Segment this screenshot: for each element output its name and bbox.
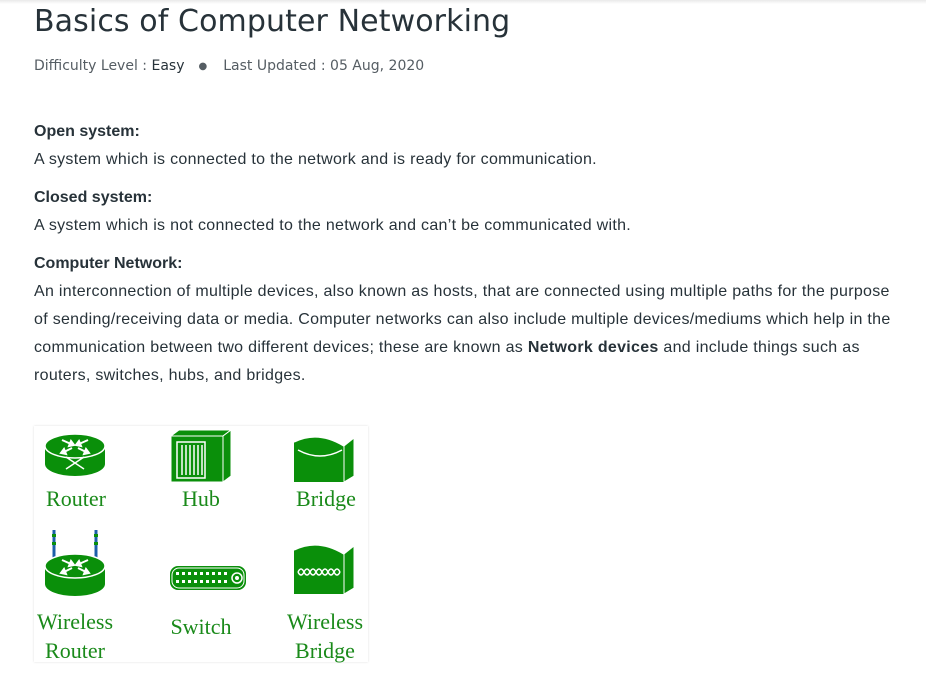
page-title: Basics of Computer Networking bbox=[34, 4, 511, 39]
updated-value: 05 Aug, 2020 bbox=[330, 58, 425, 74]
wireless-router-icon bbox=[44, 530, 106, 596]
wireless-router-label-line2: Router bbox=[45, 638, 105, 663]
hub-label: Hub bbox=[182, 486, 220, 511]
updated-label: Last Updated : bbox=[223, 58, 326, 74]
network-devices-figure: Router Hub Bridge Wireles bbox=[34, 426, 368, 663]
bridge-label: Bridge bbox=[296, 486, 356, 511]
wireless-router-label-line1: Wireless bbox=[36, 609, 114, 634]
header-shadow bbox=[0, 0, 926, 4]
network-text-after: and include things such as routers, swit… bbox=[34, 339, 860, 384]
network-text-before: An interconnection of multiple devices, … bbox=[34, 283, 891, 356]
wireless-bridge-icon bbox=[293, 544, 355, 595]
article-meta: Difficulty Level : Easy ● Last Updated :… bbox=[34, 58, 424, 74]
computer-network-text: An interconnection of multiple devices, … bbox=[34, 278, 894, 390]
router-label: Router bbox=[46, 486, 106, 511]
router-icon bbox=[44, 433, 106, 476]
open-system-text: A system which is connected to the netwo… bbox=[34, 151, 597, 168]
switch-label: Switch bbox=[170, 614, 232, 639]
hub-icon bbox=[169, 429, 233, 483]
wireless-bridge-label-line1: Wireless bbox=[286, 609, 364, 634]
closed-system-text: A system which is not connected to the n… bbox=[34, 217, 632, 234]
closed-system-heading: Closed system: bbox=[34, 189, 153, 206]
difficulty-value[interactable]: Easy bbox=[151, 58, 185, 74]
computer-network-heading: Computer Network: bbox=[34, 255, 183, 272]
bridge-icon bbox=[293, 436, 355, 483]
switch-icon bbox=[170, 566, 246, 590]
separator-dot-icon: ● bbox=[198, 60, 208, 72]
article-body: Open system: A system which is connected… bbox=[34, 118, 894, 400]
difficulty-label: Difficulty Level : bbox=[34, 58, 148, 74]
open-system-heading: Open system: bbox=[34, 123, 140, 140]
wireless-bridge-label-line2: Bridge bbox=[295, 638, 355, 663]
network-devices-term: Network devices bbox=[527, 339, 659, 356]
